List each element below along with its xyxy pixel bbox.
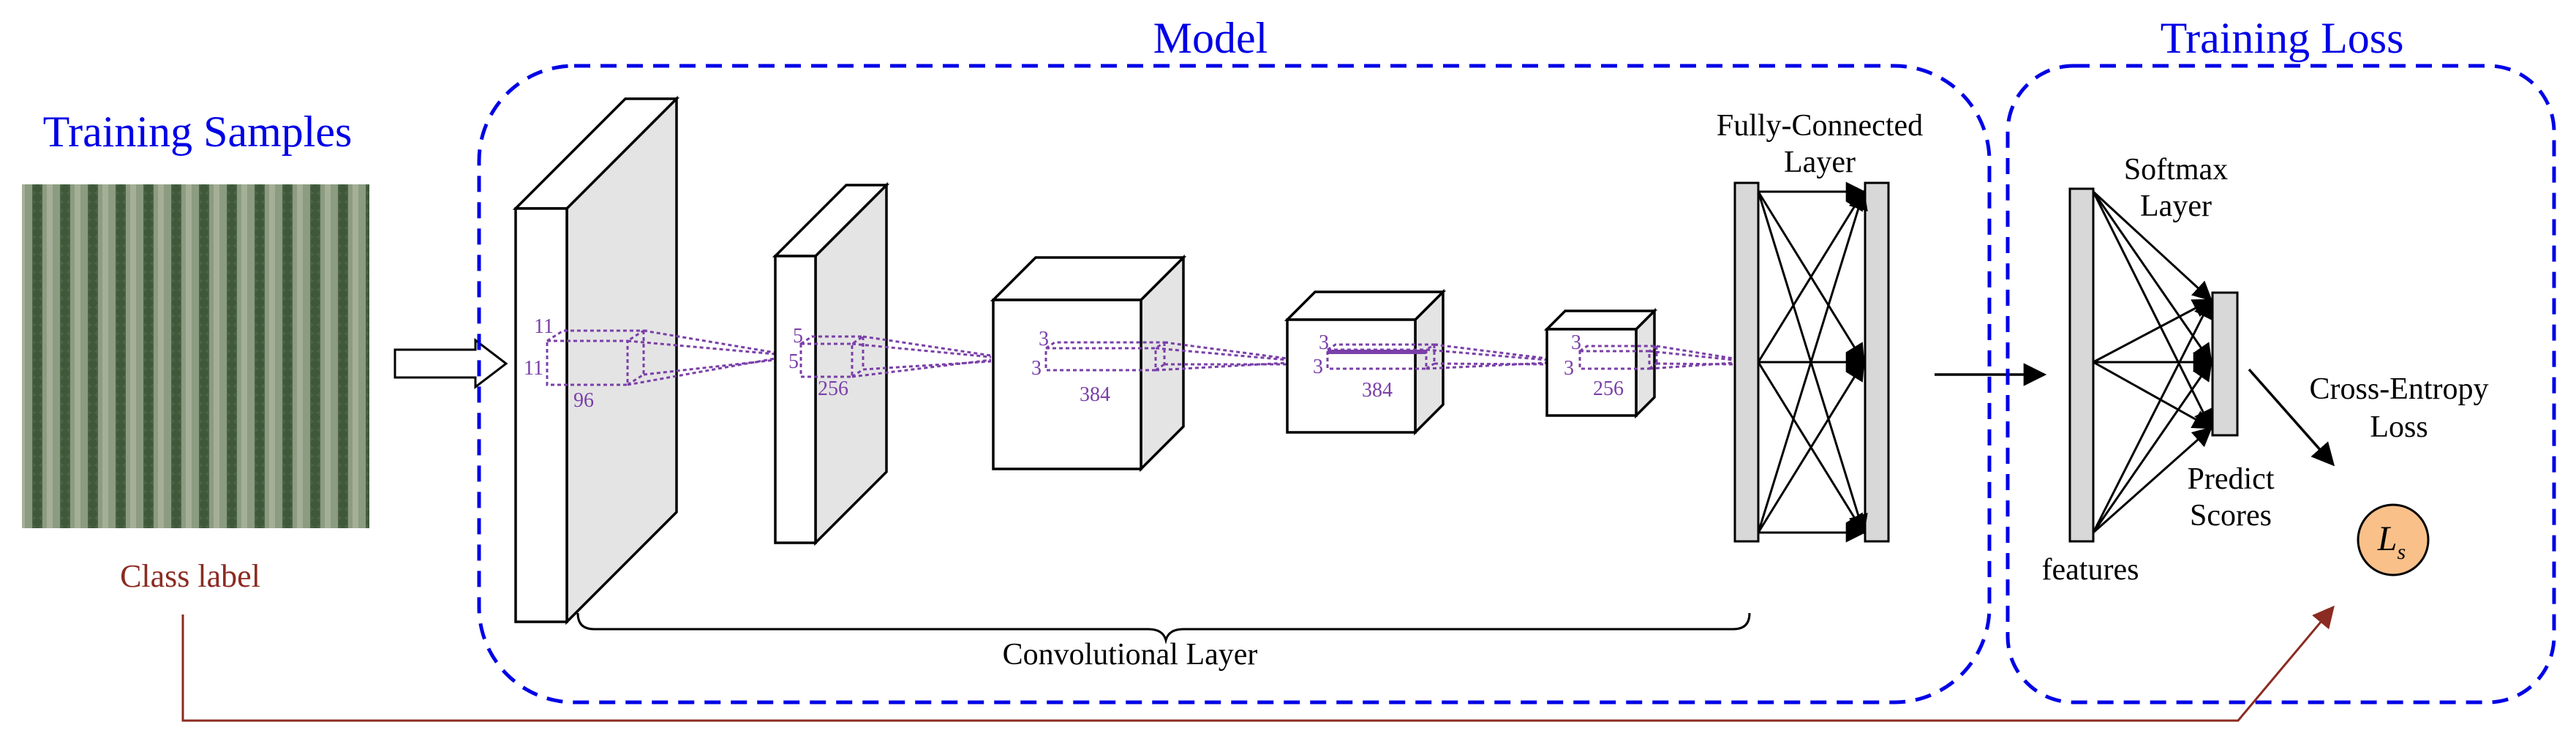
fc-label-line1: Fully-Connected bbox=[1717, 109, 1923, 143]
conv5-kernel-h: 3 bbox=[1571, 331, 1581, 354]
conv-block-3 bbox=[990, 254, 1187, 473]
training-samples-title: Training Samples bbox=[43, 108, 353, 156]
conv-layer-brace bbox=[576, 612, 1751, 645]
class-label-arrow bbox=[181, 605, 2335, 722]
fc-panel-left bbox=[1733, 181, 1760, 543]
fc-label-line2: Layer bbox=[1784, 146, 1856, 179]
conv-block-2 bbox=[772, 181, 890, 546]
conv1-kernel-w: 11 bbox=[524, 357, 543, 380]
conv-block-4 bbox=[1284, 288, 1447, 436]
scores-panel bbox=[2211, 291, 2239, 437]
conv4-kernel-w: 3 bbox=[1313, 356, 1323, 378]
conv2-kernel-w: 5 bbox=[788, 350, 799, 373]
conv3-kernel-h: 3 bbox=[1039, 328, 1049, 350]
fc-connections bbox=[1757, 181, 1868, 543]
softmax-connections bbox=[2092, 190, 2213, 534]
conv2-kernel-h: 5 bbox=[793, 325, 803, 347]
loss-subscript: s bbox=[2398, 540, 2406, 564]
conv1-depth: 96 bbox=[573, 389, 594, 412]
conv-kernel-1 bbox=[546, 329, 776, 386]
conv3-depth: 384 bbox=[1080, 383, 1110, 406]
training-loss-title: Training Loss bbox=[2161, 14, 2404, 62]
conv-kernel-2 bbox=[799, 335, 992, 378]
aerial-field-image bbox=[22, 184, 369, 528]
features-panel bbox=[2068, 187, 2095, 543]
cross-entropy-label-line1: Cross-Entropy bbox=[2310, 372, 2489, 406]
conv-kernel-5 bbox=[1578, 345, 1734, 370]
scores-to-loss-arrow bbox=[2248, 368, 2335, 467]
softmax-label-line2: Layer bbox=[2140, 189, 2212, 223]
conv-kernel-3 bbox=[1044, 341, 1288, 372]
features-label: features bbox=[2042, 553, 2139, 587]
loss-node: Ls bbox=[2357, 503, 2430, 576]
conv4-kernel-h: 3 bbox=[1319, 331, 1329, 354]
input-arrow bbox=[393, 337, 508, 390]
training-loss-boundary bbox=[2006, 64, 2556, 704]
cross-entropy-label-line2: Loss bbox=[2370, 410, 2428, 444]
conv-block-1 bbox=[512, 95, 680, 625]
svg-text:Ls: Ls bbox=[2377, 519, 2406, 564]
class-label: Class label bbox=[120, 558, 260, 594]
fc-panel-right bbox=[1864, 181, 1890, 543]
conv2-depth: 256 bbox=[818, 377, 848, 400]
conv5-depth: 256 bbox=[1593, 377, 1624, 400]
model-boundary bbox=[477, 64, 1992, 704]
loss-symbol: L bbox=[2377, 519, 2398, 558]
conv1-kernel-h: 11 bbox=[534, 315, 554, 338]
model-title: Model bbox=[1153, 14, 1268, 62]
conv4-depth: 384 bbox=[1362, 379, 1393, 402]
softmax-label-line1: Softmax bbox=[2124, 153, 2228, 187]
conv-layer-label: Convolutional Layer bbox=[1003, 638, 1258, 672]
predict-label-line2: Scores bbox=[2190, 499, 2272, 533]
conv-block-5 bbox=[1543, 307, 1658, 419]
conv5-kernel-w: 3 bbox=[1564, 357, 1574, 380]
conv3-kernel-w: 3 bbox=[1031, 357, 1042, 380]
predict-label-line1: Predict bbox=[2188, 462, 2275, 496]
